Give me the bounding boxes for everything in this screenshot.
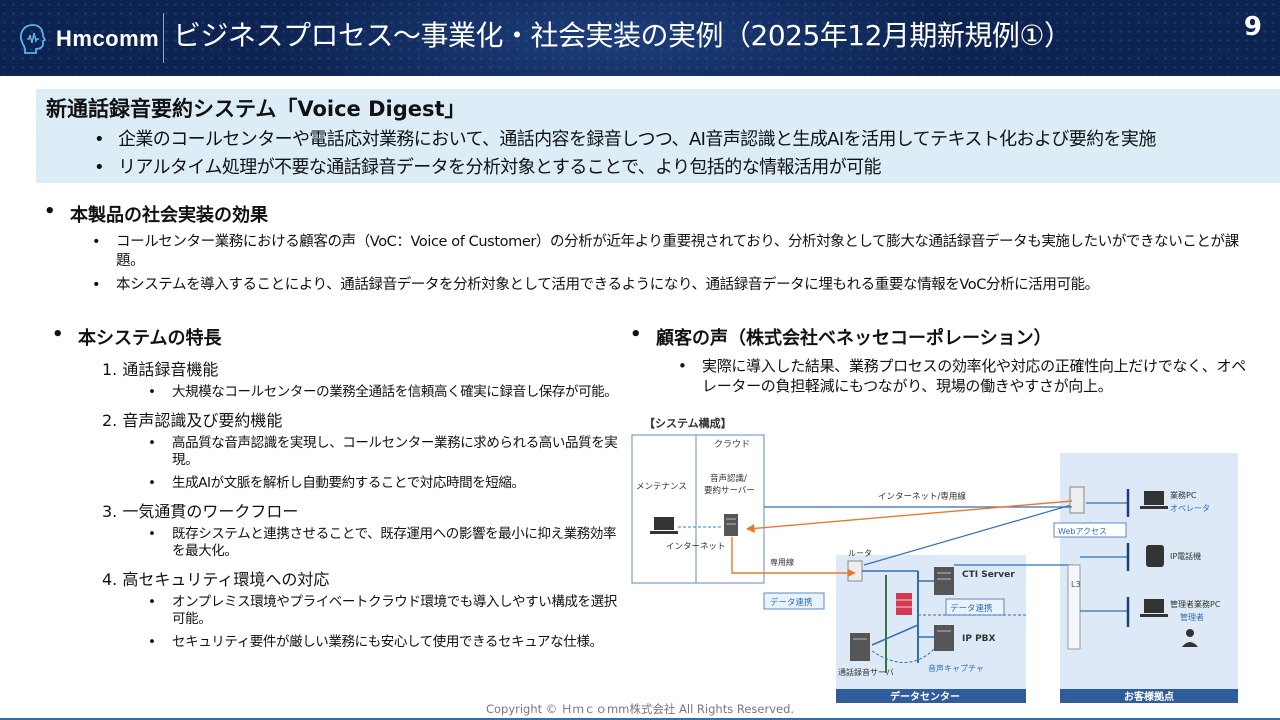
customer-voice-bullets: 実際に導入した結果、業務プロセスの効率化や対応の正確性向上だけでなく、オペレータ… bbox=[630, 356, 1250, 396]
customer-footer bbox=[1060, 689, 1238, 703]
customer-router-icon bbox=[1069, 486, 1085, 514]
header-divider bbox=[163, 13, 164, 63]
maintenance-label: メンテナンス bbox=[636, 482, 687, 492]
company-logo: Hmcomm bbox=[16, 20, 159, 58]
recorder-label: 通話録音サーバ bbox=[838, 667, 894, 677]
diagram-title: 【システム構成】 bbox=[644, 416, 732, 430]
internet-label: インターネット bbox=[666, 542, 726, 552]
cloud-label: クラウド bbox=[714, 439, 750, 450]
web-access-arrow bbox=[747, 500, 1073, 530]
dedicated-arrow bbox=[731, 537, 854, 574]
pc2-label: 管理者業務PC bbox=[1170, 599, 1221, 609]
feature-heading: 4. 高セキュリティ環境への対応 bbox=[102, 570, 330, 589]
ippbx-icon bbox=[934, 625, 954, 651]
page-number: 9 bbox=[1243, 12, 1262, 42]
operator-label: オペレータ bbox=[1170, 504, 1210, 513]
pc1-label: 業務PC bbox=[1170, 490, 1197, 500]
feature-bullets: 高品質な音声認識を実現し、コールセンター業務に求められる高い品質を実現。 生成A… bbox=[52, 435, 622, 492]
feature-heading: 1. 通話録音機能 bbox=[102, 360, 219, 379]
recorder-icon bbox=[850, 633, 870, 661]
pc1-icon bbox=[1144, 491, 1164, 505]
system-diagram-svg: 【システム構成】 クラウド メンテナンス 音声認識/ 要約サーバー インターネッ… bbox=[631, 416, 1238, 703]
bottom-accent-line bbox=[0, 718, 1280, 720]
header-bar: Hmcomm ビジネスプロセス～事業化・社会実装の実例（2025年12月期新規例… bbox=[0, 0, 1280, 76]
pc2-icon bbox=[1144, 599, 1164, 613]
ip-phone-icon bbox=[1146, 545, 1164, 567]
feature-bullet: 生成AIが文脈を解析し自動要約することで対応時間を短縮。 bbox=[52, 475, 622, 492]
effects-title: 本製品の社会実装の効果 bbox=[44, 201, 1264, 227]
cti-server-icon bbox=[934, 567, 954, 595]
internet-line-label: インターネット/専用線 bbox=[878, 491, 966, 502]
logo-text: Hmcomm bbox=[56, 26, 160, 51]
customer-area bbox=[1060, 453, 1238, 703]
data-link-label: データ連携 bbox=[770, 597, 813, 608]
intro-bullet: 企業のコールセンターや電話応対業務において、通話内容を録音しつつ、AI音声認識と… bbox=[46, 126, 1276, 154]
pc1-base bbox=[1140, 506, 1168, 509]
admin-user-icon bbox=[1182, 629, 1198, 647]
ippbx-label: IP PBX bbox=[962, 634, 996, 644]
server-label-2: 要約サーバー bbox=[704, 485, 755, 496]
copyright: Copyright © Ｈｍｃｏmm株式会社 All Rights Reserv… bbox=[485, 702, 795, 716]
intro-bullets: 企業のコールセンターや電話応対業務において、通話内容を録音しつつ、AI音声認識と… bbox=[46, 126, 1276, 182]
header-dot-pattern bbox=[0, 0, 1280, 76]
logo-head-icon bbox=[19, 24, 47, 54]
firewall-icon bbox=[896, 593, 912, 615]
admin-label: 管理者 bbox=[1180, 612, 1204, 622]
datacenter-label: データセンター bbox=[890, 690, 960, 703]
feature-bullet: 既存システムと連携させることで、既存運用への影響を最小に抑え業務効率を最大化。 bbox=[52, 526, 622, 560]
feature-bullet: 高品質な音声認識を実現し、コールセンター業務に求められる高い品質を実現。 bbox=[52, 435, 622, 469]
intro-title: 新通話録音要約システム「Voice Digest」 bbox=[46, 97, 466, 121]
effects-bullets: コールセンター業務における顧客の声（VoC：Voice of Customer）… bbox=[44, 233, 1264, 295]
dedicated-label: 専用線 bbox=[770, 557, 794, 567]
effects-section: 本製品の社会実装の効果 コールセンター業務における顧客の声（VoC：Voice … bbox=[44, 201, 1264, 300]
cloud-area bbox=[631, 434, 765, 584]
dedicated-arrowhead bbox=[848, 569, 856, 577]
features-title: 本システムの特長 bbox=[52, 324, 622, 350]
laptop-icon bbox=[650, 517, 678, 534]
datacenter-area bbox=[836, 555, 1026, 703]
datacenter-footer bbox=[836, 689, 1026, 703]
intro-box: 新通話録音要約システム「Voice Digest」 企業のコールセンターや電話応… bbox=[36, 89, 1280, 183]
system-diagram: 【システム構成】 クラウド メンテナンス 音声認識/ 要約サーバー インターネッ… bbox=[628, 415, 1248, 705]
ip-phone-label: IP電話機 bbox=[1170, 551, 1201, 561]
customer-label: お客様拠点 bbox=[1124, 690, 1174, 703]
header-glow bbox=[260, 0, 960, 76]
router-label: ルータ bbox=[848, 549, 872, 558]
l3-label: L3 bbox=[1071, 580, 1081, 589]
effects-bullet: コールセンター業務における顧客の声（VoC：Voice of Customer）… bbox=[44, 233, 1264, 271]
feature-bullets: オンプレミス環境やプライベートクラウド環境でも導入しやすい構成を選択可能。 セキ… bbox=[52, 594, 622, 651]
web-access-arrowhead bbox=[746, 524, 755, 533]
router-customer-link bbox=[863, 502, 1079, 566]
page-title: ビジネスプロセス～事業化・社会実装の実例（2025年12月期新規例①） bbox=[173, 19, 1072, 52]
web-access-label: Webアクセス bbox=[1058, 527, 1107, 536]
feature-bullets: 既存システムと連携させることで、既存運用への影響を最小に抑え業務効率を最大化。 bbox=[52, 526, 622, 560]
feature-bullet: セキュリティ要件が厳しい業務にも安心して使用できるセキュアな仕様。 bbox=[52, 634, 622, 651]
features-section: 本システムの特長 1. 通話録音機能 大規模なコールセンターの業務全通話を信頼高… bbox=[52, 324, 622, 657]
web-access-box bbox=[1053, 522, 1127, 538]
feature-heading: 3. 一気通貫のワークフロー bbox=[102, 502, 299, 521]
feature-bullet: オンプレミス環境やプライベートクラウド環境でも導入しやすい構成を選択可能。 bbox=[52, 594, 622, 628]
customer-voice-section: 顧客の声（株式会社ベネッセコーポレーション） 実際に導入した結果、業務プロセスの… bbox=[630, 324, 1250, 396]
cti-data-link-label: データ連携 bbox=[950, 603, 993, 614]
recorder-link bbox=[871, 624, 919, 646]
server-icon bbox=[724, 514, 738, 536]
effects-bullet: 本システムを導入することにより、通話録音データを分析対象として活用できるようにな… bbox=[44, 276, 1264, 295]
feature-bullet: 大規模なコールセンターの業務全通話を信頼高く確実に録音し保存が可能。 bbox=[52, 384, 622, 401]
server-label: 音声認識/ bbox=[710, 473, 747, 484]
capture-label: 音声キャプチャ bbox=[928, 663, 984, 673]
capture-path bbox=[871, 648, 935, 663]
feature-bullets: 大規模なコールセンターの業務全通話を信頼高く確実に録音し保存が可能。 bbox=[52, 384, 622, 401]
customer-voice-bullet: 実際に導入した結果、業務プロセスの効率化や対応の正確性向上だけでなく、オペレータ… bbox=[630, 356, 1250, 396]
data-link-box bbox=[763, 592, 825, 610]
pc2-base bbox=[1140, 614, 1168, 617]
customer-voice-title: 顧客の声（株式会社ベネッセコーポレーション） bbox=[630, 324, 1250, 350]
l3-switch bbox=[1067, 564, 1081, 650]
intro-bullet: リアルタイム処理が不要な通話録音データを分析対象とすることで、より包括的な情報活… bbox=[46, 154, 1276, 182]
feature-heading: 2. 音声認識及び要約機能 bbox=[102, 411, 283, 430]
cti-label: CTI Server bbox=[962, 570, 1015, 580]
